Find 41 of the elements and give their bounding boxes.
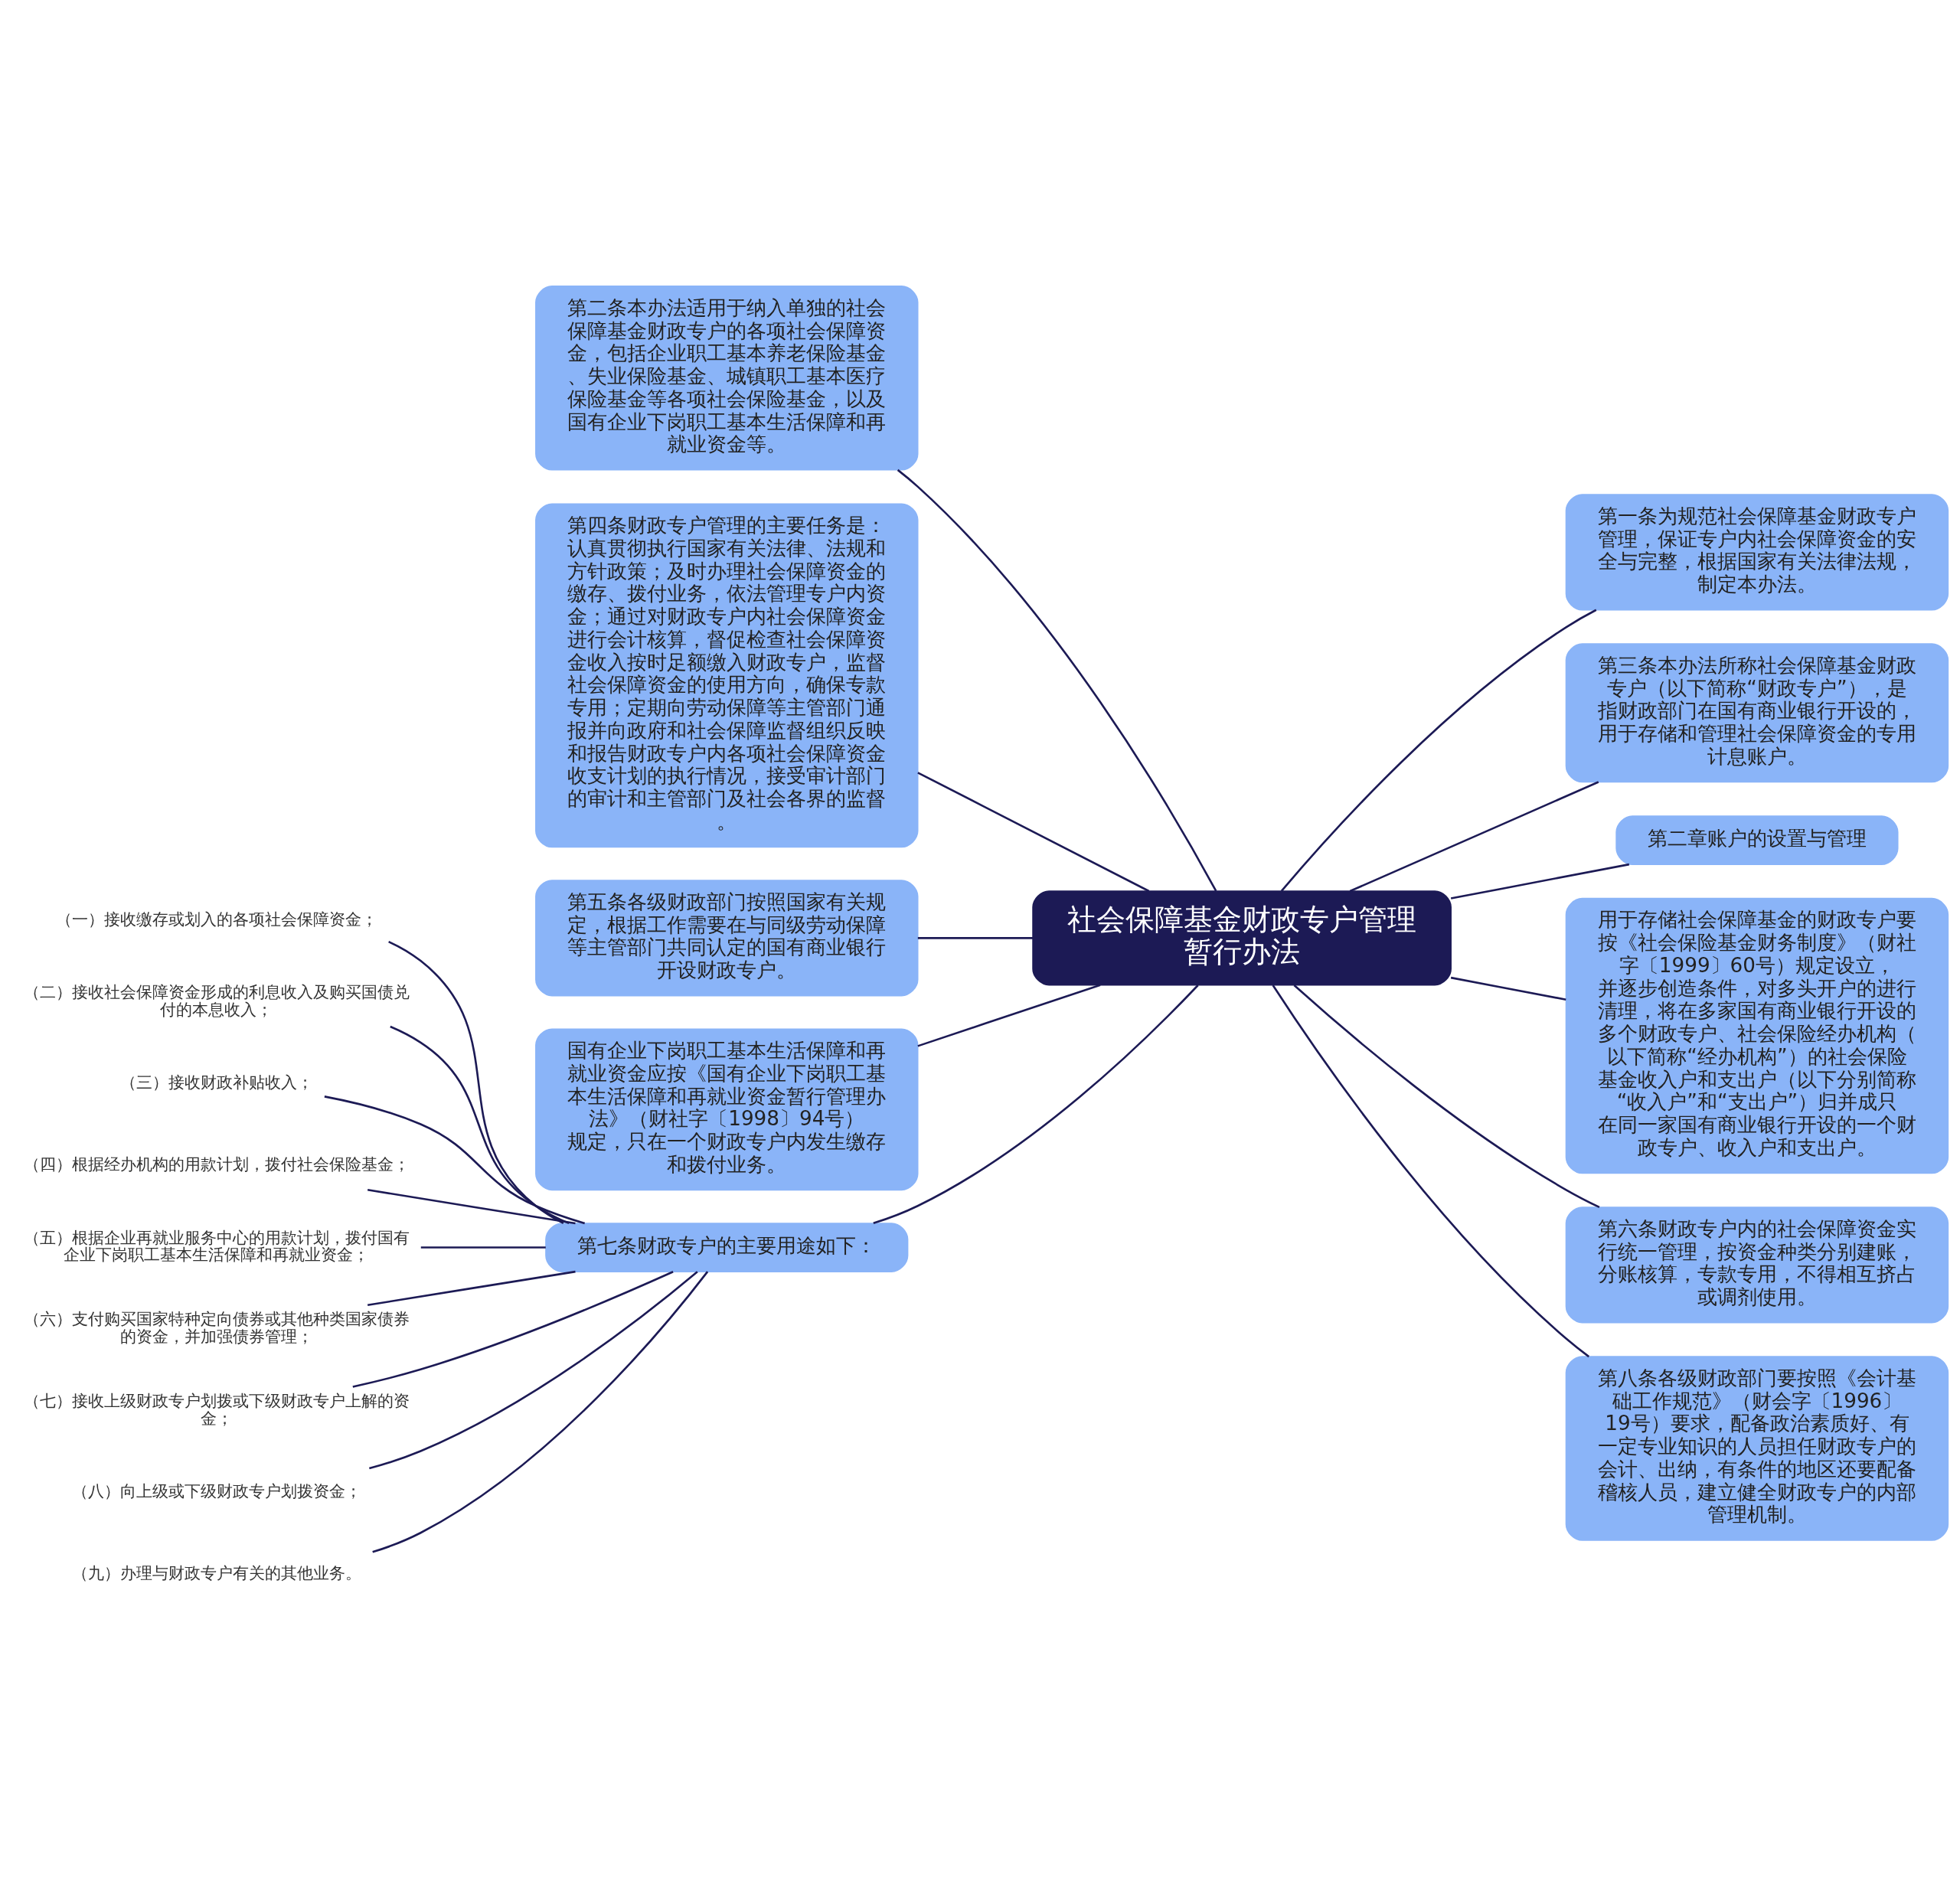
node-box: 用于存储社会保障基金的财政专户要按《社会保险基金财务制度》（财社字〔1999〕60号）规定设立，并逐步创造条件，对多头开户的进行清理，将在多家国有商业银行开设的多个财政专户、社会保险经办机构（以下简称“经办机构”）的社会保险基金收入户和支出户（以下分别简称“收入户”和“支出户”）归并成只在同一家国有商业银行开设的一个财政专户、收入户和支出户。 [1565,897,1949,1174]
connector [917,936,1034,939]
connector [367,1188,576,1224]
connector [388,940,564,1224]
node-box: 社会保障基金财政专户管理暂行办法 [1032,890,1452,985]
node-box: 国有企业下岗职工基本生活保障和再就业资金应按《国有企业下岗职工基本生活保障和再就业资金暂行管理办法》（财社字〔1998〕94号）规定，只在一个财政专户内发生缴存和拨付业务。 [535,1027,919,1190]
node-text: （七）接收上级财政专户划拨或下级财政专户上解的资金； [23,1391,410,1428]
connector [1293,984,1600,1208]
node-box: 第六条财政专户内的社会保障资金实行统一管理，按资金种类分别建账，分账核算，专款专用，不得相互挤占或调剂使用。 [1565,1206,1949,1323]
connector [1349,780,1599,892]
node-box: 第二章账户的设置与管理 [1615,815,1899,865]
node-text: （五）根据企业再就业服务中心的用款计划，拨付国有企业下岗职工基本生活保障和再就业资金； [23,1228,410,1264]
node-text: （六）支付购买国家特种定向债券或其他种类国家债券的资金，并加强债券管理； [23,1309,410,1346]
node-box: 第三条本办法所称社会保障基金财政专户（以下简称“财政专户”），是指财政部门在国有商业银行开设的，用于存储和管理社会保障资金的专用计息账户。 [1565,642,1949,782]
node-text: （三）接收财政补贴收入； [119,1073,313,1092]
node-box: 第四条财政专户管理的主要任务是：认真贯彻执行国家有关法律、法规和方针政策；及时办理社会保障资金的缴存、拨付业务，依法管理专户内资金；通过对财政专户内社会保障资金进行会计核算，督促检查社会保障资金收入按时足额缴入财政专户，监督社会保障资金的使用方向，确保专款专用；定期向劳动保障等主管部门通报并向政府和社会保障监督组织反映和报告财政专户内各项社会保障资金收支计划的执行情况，接受审计部门的审计和主管部门及社会各界的监督。 [535,502,919,847]
connector [1280,609,1597,892]
node-box: 第七条财政专户的主要用途如下： [545,1222,909,1272]
node-box: 第一条为规范社会保障基金财政专户管理，保证专户内社会保障资金的安全与完整，根据国家有关法律法规，制定本办法。 [1565,493,1949,610]
node-text: （二）接收社会保障资金形成的利息收入及购买国债兑付的本息收入； [23,982,410,1019]
node-box: 第八条各级财政部门要按照《会计基础工作规范》（财会字〔1996〕19号）要求，配备政治素质好、有一定专业知识的人员担任财政专户的会计、出纳，有条件的地区还要配备稽核人员，建立健全财政专户的内部管理机制。 [1565,1355,1949,1541]
node-text: （一）接收缴存或划入的各项社会保障资金； [55,909,377,929]
node-text: （八）向上级或下级财政专户划拨资金； [71,1481,361,1500]
connector [1450,863,1630,900]
connector [1450,976,1566,1001]
node-text: （九）办理与财政专户有关的其他业务。 [71,1563,361,1582]
connector [873,984,1199,1224]
connector [1272,984,1589,1357]
connector [372,1270,709,1553]
connector [917,771,1150,892]
connector [352,1270,674,1388]
connector [390,1025,570,1224]
node-text: （四）根据经办机构的用款计划，拨付社会保险基金； [23,1154,410,1174]
connector [367,1270,576,1306]
connector [324,1095,585,1224]
connector [917,983,1101,1047]
connector [897,469,1217,892]
node-box: 第二条本办法适用于纳入单独的社会保障基金财政专户的各项社会保障资金，包括企业职工基本养老保险基金、失业保险基金、城镇职工基本医疗保险基金等各项社会保险基金，以及国有企业下岗职工基本生活保障和再就业资金等。 [535,285,919,471]
node-box: 第五条各级财政部门按照国家有关规定，根据工作需要在与同级劳动保障等主管部门共同认定的国有商业银行开设财政专户。 [535,879,919,996]
connector [369,1270,698,1469]
connector [420,1246,546,1249]
